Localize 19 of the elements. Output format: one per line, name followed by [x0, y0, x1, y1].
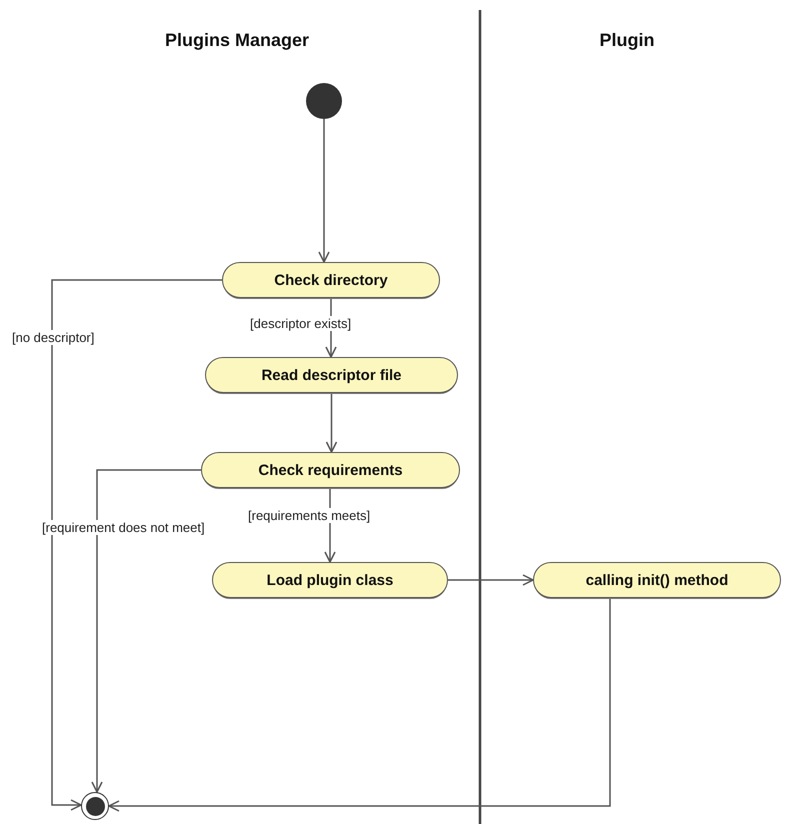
edge-label: [no descriptor]	[10, 330, 96, 345]
action-box: Check requirements	[201, 452, 460, 488]
arrow	[91, 469, 201, 793]
action-box: Check directory	[222, 262, 440, 298]
initial-node	[306, 83, 342, 119]
edge-label: [descriptor exists]	[248, 316, 354, 331]
action-box: Load plugin class	[212, 562, 448, 598]
edge-label: [requirement does not meet]	[40, 520, 207, 535]
arrow	[108, 598, 611, 812]
arrow	[448, 574, 534, 586]
arrow	[326, 393, 338, 453]
action-box: Read descriptor file	[205, 357, 458, 393]
arrow	[51, 279, 222, 811]
action-box: calling init() method	[533, 562, 781, 598]
final-node	[81, 792, 109, 820]
swimlane-header: Plugins Manager	[164, 30, 310, 51]
edge-label: [requirements meets]	[246, 508, 372, 523]
swimlane-header: Plugin	[600, 30, 654, 51]
arrow	[318, 119, 330, 263]
